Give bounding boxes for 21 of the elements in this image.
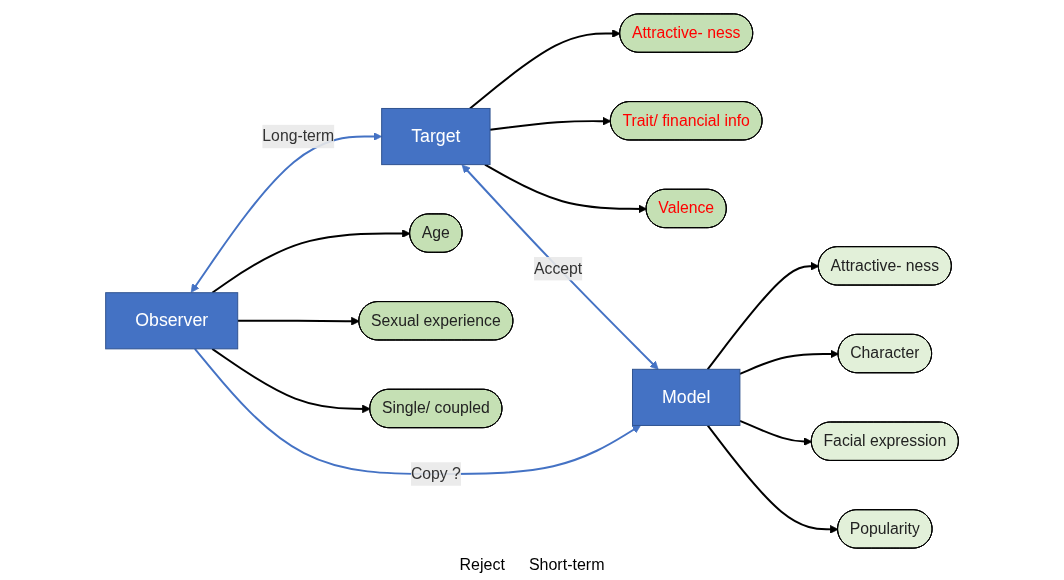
arrow (193, 347, 641, 475)
arrow (706, 424, 839, 534)
note-text: Short-term (528, 556, 605, 574)
arrow (738, 349, 839, 375)
node-box: Observer (105, 292, 239, 350)
arrow (489, 116, 612, 131)
arrow (236, 316, 360, 326)
note-text: Reject (459, 556, 505, 574)
arrow (738, 419, 813, 446)
arrow (461, 164, 659, 370)
node-box: Target (381, 107, 491, 166)
edge-label: Copy ? (410, 465, 461, 482)
node-box: Model (632, 368, 741, 426)
arrow (483, 163, 647, 214)
edge-label: Long-term (262, 127, 335, 145)
arrow (211, 229, 411, 294)
edge-label: Accept (534, 259, 583, 277)
arrow (190, 132, 383, 293)
arrow (211, 347, 371, 414)
arrow (469, 29, 621, 110)
arrow (706, 261, 820, 371)
